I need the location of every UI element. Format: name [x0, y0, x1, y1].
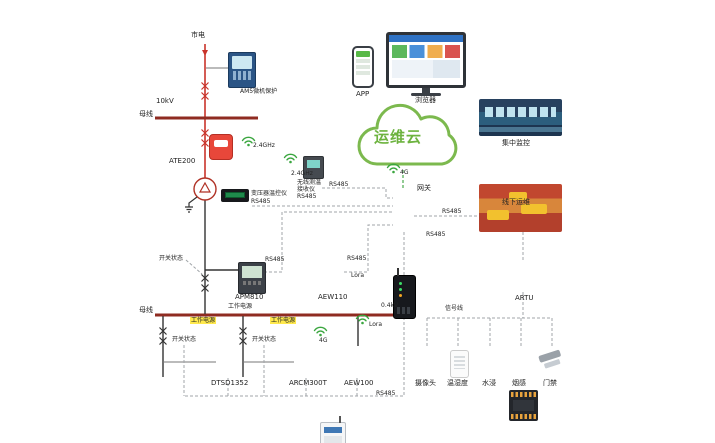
wifi-2-4ghz-icon-a — [241, 136, 256, 147]
lv-busbar-label: 母线 — [139, 306, 153, 314]
transformer-ctrl-bus-label: RS485 — [251, 198, 271, 205]
apm810-label: APM810 — [235, 293, 264, 301]
transformer-temp-controller-device — [221, 189, 249, 202]
aew100-label: AEW100 — [344, 379, 374, 387]
wireless-rx-line1: 无线测温 — [297, 179, 322, 186]
working-power-1-label: 工作电源 — [190, 317, 217, 324]
breaker-symbol — [201, 129, 209, 137]
breaker-symbol — [239, 327, 247, 335]
lv-voltage-label: 0.4kV — [381, 302, 399, 309]
bottom-bus-label: RS485 — [376, 390, 396, 397]
rx-bus-label: RS485 — [329, 181, 349, 188]
wifi-4g-arcm-icon — [313, 326, 328, 337]
switch-status-2-label: 开关状态 — [252, 336, 277, 343]
browser-label: 浏览器 — [415, 96, 436, 104]
hv-switch-status-label: 开关状态 — [159, 255, 184, 262]
camera-label: 摄像头 — [415, 379, 436, 387]
cloud-shape — [357, 103, 458, 166]
gateway-device — [393, 268, 416, 319]
breaker-symbol — [201, 274, 209, 282]
dtsd1352-label: DTSD1352 — [211, 379, 249, 387]
transformer-symbol — [185, 177, 217, 213]
protection-relay-device — [228, 52, 256, 88]
smoke-label: 烟感 — [512, 379, 526, 387]
apm-bus-label: RS485 — [265, 256, 285, 263]
ghz-label-b: 2.4GHz — [291, 170, 313, 177]
breaker-symbol — [201, 92, 209, 100]
ate200-label: ATE200 — [169, 157, 196, 165]
artu-device — [509, 390, 538, 421]
aew110-bus-label: RS485 — [347, 255, 367, 262]
switch-status-1-label: 开关状态 — [172, 336, 197, 343]
hv-busbar-label: 母线 — [139, 110, 153, 118]
door-label: 门禁 — [543, 379, 557, 387]
artu-label: ARTU — [515, 294, 534, 302]
gateway-uplink-label: 4G — [400, 169, 409, 176]
transformer-ctrl-label: 变压器温控仪 — [251, 190, 288, 197]
fire-uplink-label: 4G — [319, 337, 328, 344]
browser-monitor — [386, 32, 466, 96]
wireless-temp-receiver-device — [303, 156, 324, 179]
water-label: 水浸 — [482, 379, 496, 387]
wifi-lora-aew100-icon — [355, 314, 370, 325]
feed-arrow — [202, 50, 208, 56]
signal-line-label: 信号线 — [445, 305, 464, 312]
wireless-rx-line3: RS485 — [297, 193, 317, 200]
working-power-2-label: 工作电源 — [270, 317, 297, 324]
hv-voltage-label: 10kV — [156, 97, 174, 105]
central-monitoring-photo — [479, 99, 562, 136]
gateway-rs485-right-label: RS485 — [442, 208, 462, 215]
breaker-symbol — [201, 139, 209, 147]
gateway-rs485-down-label: RS485 — [426, 231, 446, 238]
wireless-rx-label: 无线测温 接收仪 RS485 — [297, 179, 321, 200]
gateway-label: 网关 — [417, 184, 431, 192]
ghz-label-a: 2.4GHz — [253, 142, 275, 149]
app-label: APP — [356, 90, 370, 98]
temp-humidity-label: 温湿度 — [447, 379, 468, 387]
temp-humidity-device — [450, 350, 469, 378]
wifi-2-4ghz-icon-b — [283, 153, 298, 164]
breaker-symbol — [239, 337, 247, 345]
breaker-symbol — [201, 284, 209, 292]
offline-ops-label: 线下运维 — [502, 198, 530, 206]
central-monitoring-label: 集中监控 — [502, 139, 530, 147]
apm810-device — [238, 262, 266, 294]
wifi-4g-gateway-icon — [386, 163, 401, 174]
arcm300t-label: ARCM300T — [289, 379, 327, 387]
breaker-symbol — [201, 82, 209, 90]
relay-label: AM5微机保护 — [240, 88, 278, 95]
aew100-radio-label: Lora — [369, 321, 383, 328]
aew110-radio-label: Lora — [351, 272, 365, 279]
wireless-temp-sensor-device — [209, 134, 233, 160]
wireless-rx-line2: 接收仪 — [297, 186, 316, 193]
app-phone — [352, 46, 374, 88]
offline-ops-photo — [479, 184, 562, 232]
cloud-label: 运维云 — [374, 128, 423, 146]
mains-label: 市电 — [191, 31, 205, 39]
aew110-device — [320, 416, 346, 443]
breaker-symbol — [159, 337, 167, 345]
breaker-symbol — [159, 327, 167, 335]
working-power-top-label: 工作电源 — [228, 303, 253, 310]
aew110-label: AEW110 — [318, 293, 348, 301]
